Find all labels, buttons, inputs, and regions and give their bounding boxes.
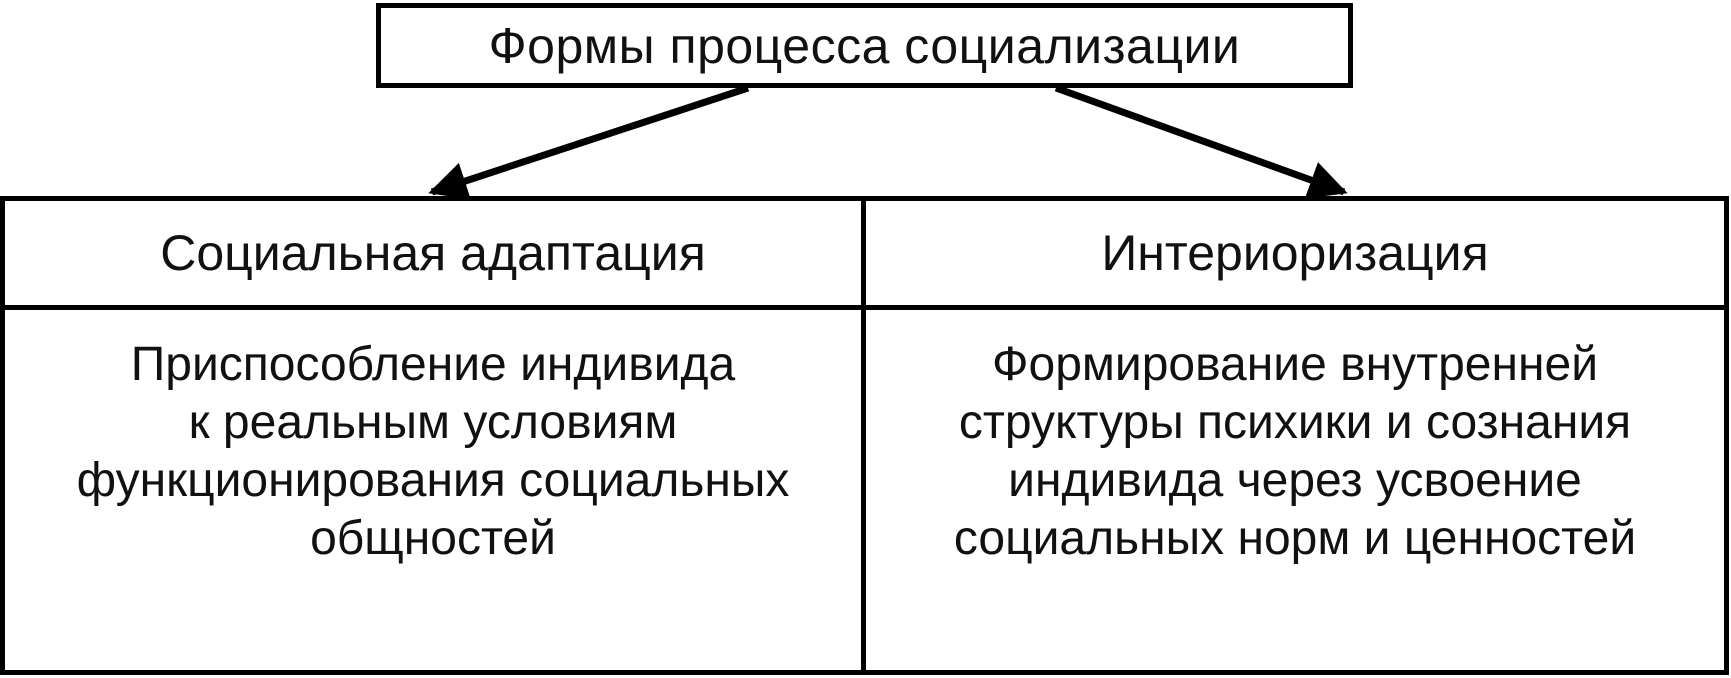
title-box: Формы процесса социализации	[376, 3, 1353, 88]
header-label-interiorization: Интериоризация	[1101, 225, 1489, 281]
body-cell-social-adaptation: Приспособление индивида к реальным услов…	[5, 310, 866, 670]
diagram-title: Формы процесса социализации	[488, 17, 1241, 74]
header-cell-interiorization: Интериоризация	[866, 201, 1724, 310]
body-text-line: Приспособление индивида	[130, 338, 736, 391]
header-cell-social-adaptation: Социальная адаптация	[5, 201, 866, 310]
comparison-table: Социальная адаптация Интериоризация Прис…	[0, 196, 1729, 675]
body-text-line: Формирование внутренней	[992, 338, 1598, 391]
body-text-line: индивида через усвоение	[1008, 454, 1582, 507]
body-text-line: общностей	[310, 512, 556, 565]
body-cell-interiorization: Формирование внутренней структуры психик…	[866, 310, 1724, 670]
arrow-to-left-box	[428, 84, 750, 200]
arrow-to-right-box	[1054, 84, 1348, 199]
body-text-line: структуры психики и сознания	[958, 396, 1632, 449]
header-label-social-adaptation: Социальная адаптация	[160, 225, 706, 281]
body-text-line: функционирования социальных	[76, 454, 790, 507]
body-text-line: к реальным условиям	[188, 396, 678, 449]
body-text-line: социальных норм и ценностей	[953, 512, 1637, 565]
